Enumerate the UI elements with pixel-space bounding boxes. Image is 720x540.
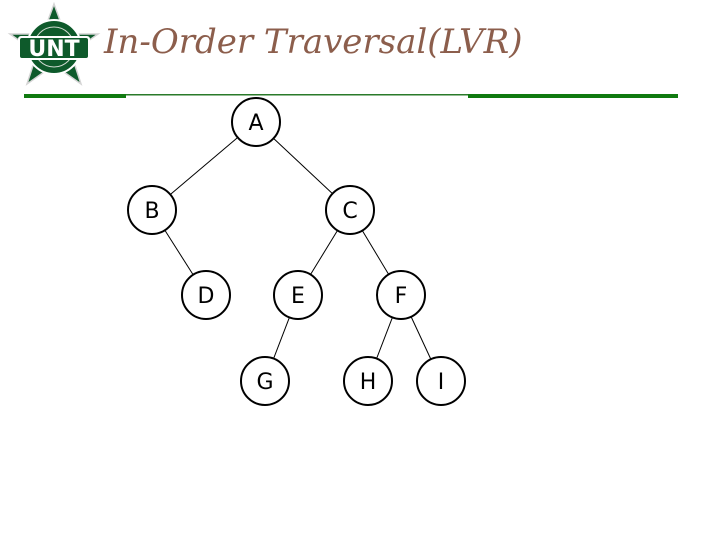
tree-node-label: D	[198, 284, 215, 309]
tree-edge-f-i	[410, 316, 432, 360]
tree-node-circle	[343, 356, 393, 406]
title-rule-thin	[126, 94, 468, 96]
tree-edges	[164, 137, 432, 360]
tree-node-circle	[231, 97, 281, 147]
tree-node-circle	[240, 356, 290, 406]
tree-edge-f-h	[376, 317, 393, 359]
tree-node-label: B	[144, 199, 159, 224]
tree-node-circle	[416, 356, 466, 406]
tree-edge-b-d	[164, 229, 194, 276]
tree-edge-e-g	[273, 317, 290, 359]
tree-node-label: A	[248, 111, 263, 136]
tree-edge-c-e	[310, 230, 338, 275]
title-rule-left	[24, 94, 126, 98]
tree-node-circle	[127, 185, 177, 235]
tree-node-circle	[376, 270, 426, 320]
tree-node-h: H	[343, 356, 393, 406]
tree-node-label: C	[342, 199, 357, 224]
tree-node-circle	[181, 270, 231, 320]
tree-node-circle	[273, 270, 323, 320]
tree-node-i: I	[416, 356, 466, 406]
tree-node-a: A	[231, 97, 281, 147]
tree-node-label: H	[360, 370, 377, 395]
tree-node-f: F	[376, 270, 426, 320]
tree-node-label: I	[438, 370, 445, 395]
tree-node-circle	[325, 185, 375, 235]
tree-node-e: E	[273, 270, 323, 320]
tree-nodes: A B C D E F G H I	[127, 97, 466, 406]
unt-logo: UNT	[7, 2, 101, 86]
tree-node-label: G	[256, 370, 273, 395]
tree-node-b: B	[127, 185, 177, 235]
tree-node-label: E	[291, 284, 305, 309]
tree-edge-c-f	[361, 230, 390, 275]
tree-edge-a-c	[273, 138, 333, 194]
title-rule-right	[468, 94, 678, 98]
tree-node-c: C	[325, 185, 375, 235]
tree-node-label: F	[395, 284, 408, 309]
logo-letters: UNT	[28, 37, 79, 62]
slide-title: In-Order Traversal(LVR)	[104, 22, 523, 62]
tree-edge-a-b	[169, 137, 239, 195]
tree-node-d: D	[181, 270, 231, 320]
tree-node-g: G	[240, 356, 290, 406]
